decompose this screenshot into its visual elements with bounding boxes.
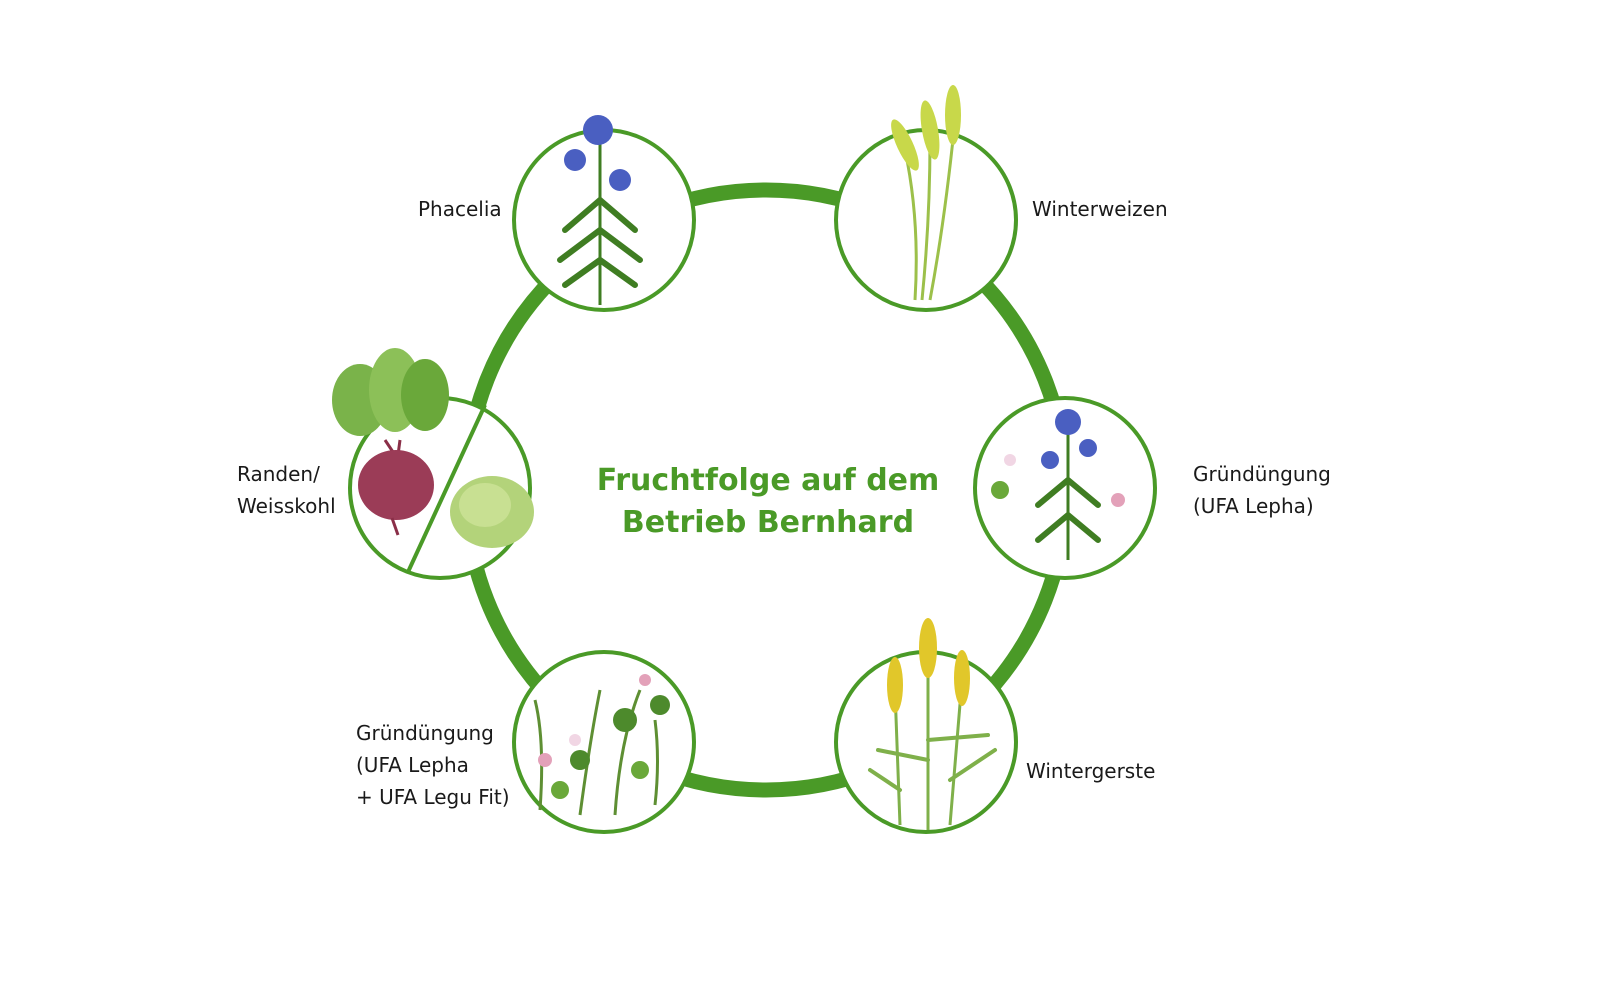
label-line: (UFA Lepha <box>356 753 469 777</box>
label-phacelia: Phacelia <box>418 193 502 225</box>
winter-wheat-icon <box>834 85 1018 312</box>
label-line: + UFA Legu Fit) <box>356 785 510 809</box>
title-line-2: Betrieb Bernhard <box>621 505 915 540</box>
label-winterweizen: Winterweizen <box>1032 193 1168 225</box>
green-manure-icon <box>973 396 1157 580</box>
phacelia-icon <box>512 115 696 312</box>
label-line: (UFA Lepha) <box>1193 494 1314 518</box>
winter-barley-icon <box>834 618 1018 834</box>
label-gruenduengung-left: Gründüngung (UFA Lepha + UFA Legu Fit) <box>356 717 510 813</box>
label-line: Gründüngung <box>356 721 494 745</box>
beetroot-cabbage-icon <box>332 348 534 580</box>
label-line: Wintergerste <box>1026 759 1156 783</box>
label-wintergerste: Wintergerste <box>1026 755 1155 787</box>
diagram-title: Fruchtfolge auf dem Betrieb Bernhard <box>568 460 968 544</box>
label-line: Winterweizen <box>1032 197 1168 221</box>
label-gruenduengung-right: Gründüngung (UFA Lepha) <box>1193 458 1331 522</box>
label-line: Randen/ <box>237 462 320 486</box>
label-line: Phacelia <box>418 197 502 221</box>
green-manure-mix-icon <box>512 650 696 834</box>
label-line: Gründüngung <box>1193 462 1331 486</box>
label-randen-weisskohl: Randen/ Weisskohl <box>237 458 336 522</box>
title-line-1: Fruchtfolge auf dem <box>596 463 940 498</box>
label-line: Weisskohl <box>237 494 336 518</box>
